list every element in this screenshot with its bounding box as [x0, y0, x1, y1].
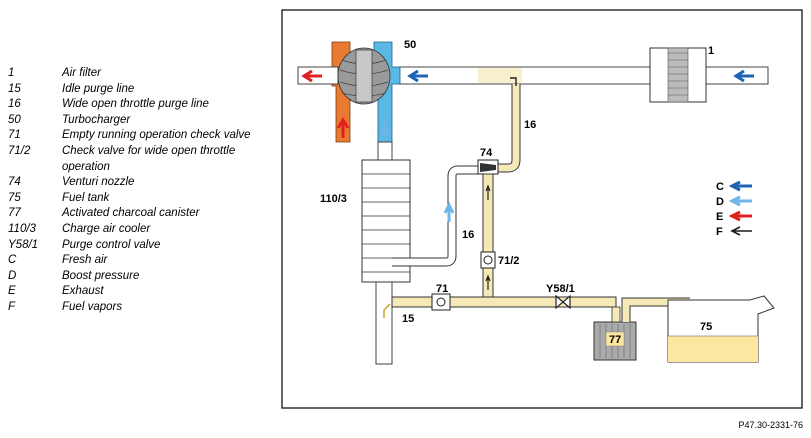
legend-description: Charge air cooler [62, 222, 151, 235]
legend-key: 16 [8, 98, 21, 111]
legend-key: 1 [8, 67, 15, 79]
label-tank: 75 [700, 321, 712, 333]
flow-key-letter: D [716, 196, 724, 208]
legend-row: 50 Turbocharger [8, 113, 278, 129]
label-turbo: 50 [404, 39, 416, 51]
label-air-filter: 1 [708, 45, 714, 57]
legend-key: C [8, 254, 17, 267]
exhaust-arrow [301, 69, 350, 138]
boost-arrow [378, 118, 455, 222]
legend-description: Purge control valve [62, 238, 161, 251]
label-wot-line-2: 16 [462, 229, 474, 241]
flow-key-arrow [730, 226, 752, 236]
venturi-nozzle [477, 159, 499, 175]
legend-row: 1 Air filter [8, 66, 278, 82]
legend-description: Wide open throttle purge line [62, 98, 209, 111]
legend-key: 71/2 [8, 144, 31, 157]
legend-description: Fresh air [62, 254, 108, 267]
legend-description: Venturi nozzle [62, 176, 135, 189]
legend-description: Empty running operation check valve [62, 129, 251, 142]
flow-key-letter: F [716, 226, 723, 238]
legend-key: 50 [8, 113, 21, 126]
flow-key-letter: C [716, 181, 724, 193]
label-check-valve-wot: 71/2 [498, 255, 519, 267]
legend-key: 110/3 [8, 222, 36, 235]
legend-row: 77 Activated charcoal canister [8, 206, 278, 222]
legend-key: D [8, 269, 17, 282]
legend-description: Check valve for wide open throttle opera… [62, 144, 236, 173]
legend-key: 74 [8, 176, 21, 189]
legend-description: Fuel vapors [62, 300, 123, 313]
legend-key: F [8, 300, 16, 313]
legend-description: Idle purge line [62, 82, 135, 95]
legend-key: Y58/1 [8, 238, 39, 251]
fuel-tank [667, 295, 775, 363]
charcoal-canister [593, 306, 637, 361]
boost-pipe [375, 141, 393, 365]
legend-row: 110/3 Charge air cooler [8, 222, 278, 238]
legend-key: 75 [8, 191, 21, 204]
flow-key-arrow [728, 180, 752, 192]
boost-feed-line [392, 165, 478, 267]
flow-key-arrow [728, 195, 752, 207]
legend-description: Fuel tank [62, 191, 110, 204]
intake-pipe [397, 66, 769, 85]
legend-row: 74 Venturi nozzle [8, 175, 278, 191]
legend-description: Activated charcoal canister [62, 207, 200, 220]
purge-control-valve [555, 294, 571, 310]
label-check-valve-idle: 71 [436, 283, 448, 295]
document-reference: P47.30-2331-76 [738, 420, 803, 430]
legend-key: 77 [8, 207, 21, 220]
legend-row: 71/2 Check valve for wide open throttle o… [8, 144, 278, 175]
fresh-air-arrow [407, 69, 754, 83]
legend-row: D Boost pressure [8, 269, 278, 285]
legend-description: Turbocharger [62, 113, 131, 126]
label-canister: 77 [609, 334, 621, 346]
legend-row: C Fresh air [8, 253, 278, 269]
check-valve-idle [431, 293, 451, 311]
label-venturi: 74 [480, 147, 493, 159]
legend-description: Exhaust [62, 285, 104, 298]
air-filter [649, 47, 707, 103]
legend-row: 16 Wide open throttle purge line [8, 97, 278, 113]
label-idle-line: 15 [402, 313, 414, 325]
flow-key-arrow [728, 210, 752, 222]
legend-key: E [8, 285, 16, 298]
legend-description: Boost pressure [62, 269, 140, 282]
legend-row: 75 Fuel tank [8, 191, 278, 207]
label-wot-line: 16 [524, 119, 536, 131]
legend-row: E Exhaust [8, 284, 278, 300]
label-charge-cooler: 110/3 [320, 193, 347, 205]
legend-description: Air filter [62, 67, 101, 79]
legend: 1 Air filter 15 Idle purge line 16 Wide open … [8, 66, 278, 316]
legend-row: F Fuel vapors [8, 300, 278, 316]
legend-row: 71 Empty running operation check valve [8, 128, 278, 144]
legend-key: 71 [8, 129, 21, 142]
wot-purge-line [496, 84, 521, 173]
legend-row: Y58/1 Purge control valve [8, 238, 278, 254]
flow-key-letter: E [716, 211, 723, 223]
vapor-arrows [383, 77, 517, 318]
turbocharger [297, 41, 401, 143]
label-purge-valve: Y58/1 [546, 283, 575, 295]
idle-purge-line [391, 296, 617, 308]
legend-key: 15 [8, 82, 21, 95]
legend-row: 15 Idle purge line [8, 82, 278, 98]
check-valve-wot [480, 251, 496, 269]
